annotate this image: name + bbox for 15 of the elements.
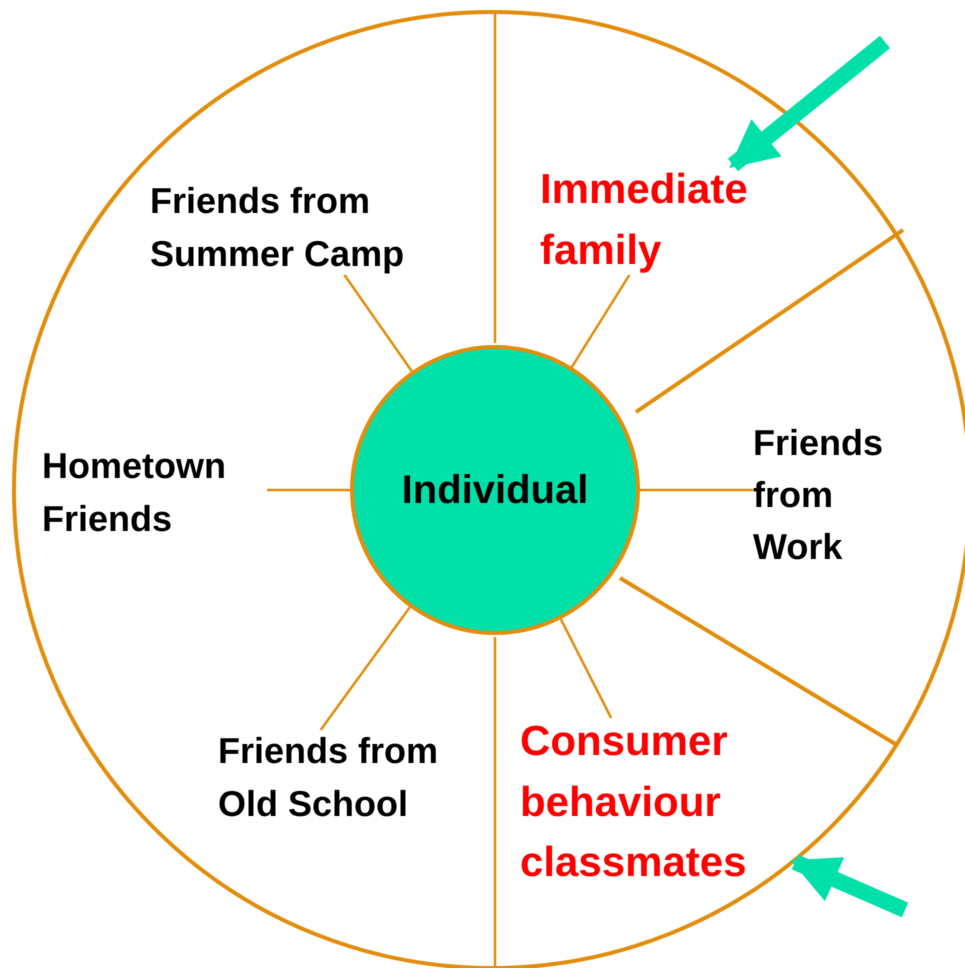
- group-label: Immediate family: [540, 165, 790, 275]
- group-label: Hometown Friends: [42, 445, 267, 540]
- connector-line: [570, 274, 630, 368]
- connector-line: [640, 488, 753, 492]
- arrow: [790, 854, 908, 918]
- arrow: [728, 36, 890, 172]
- center-label: Individual: [402, 467, 588, 514]
- group-label: Friends from Old School: [218, 730, 486, 825]
- connector-line: [320, 606, 411, 731]
- group-label: Consumer behaviour classmates: [520, 718, 795, 886]
- connector-line: [343, 274, 413, 372]
- group-label: Friends from Summer Camp: [150, 180, 455, 275]
- group-label: Friends from Work: [753, 420, 913, 570]
- connector-line: [267, 488, 350, 492]
- connector-line: [560, 618, 612, 719]
